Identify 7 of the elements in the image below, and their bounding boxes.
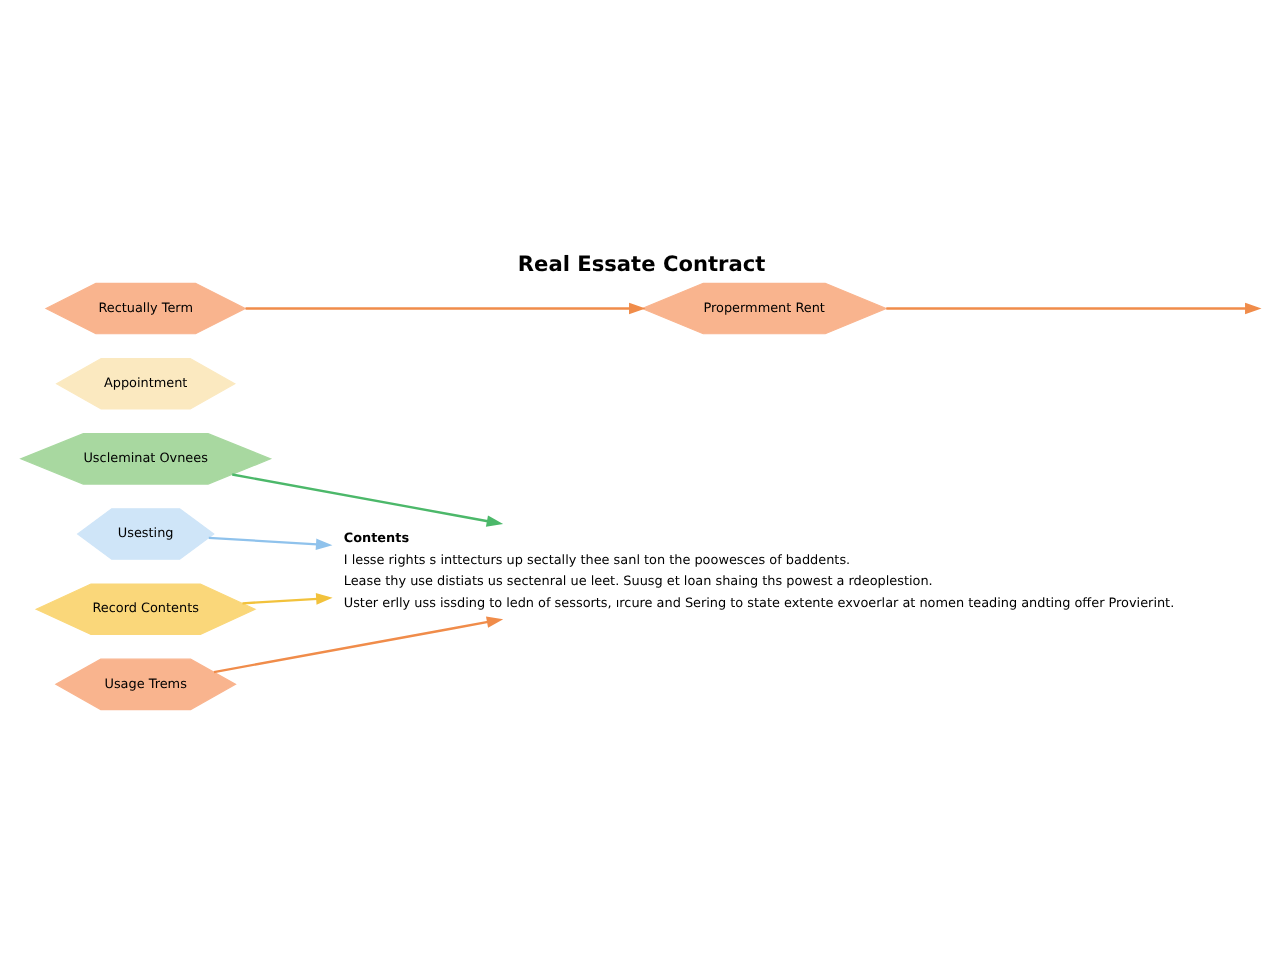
- diagram-title: Real Essate Contract: [517, 253, 766, 278]
- arrow: [232, 473, 504, 527]
- arrow: [242, 593, 333, 605]
- arrow: [213, 616, 504, 674]
- arrow: [886, 302, 1262, 315]
- arrow: [208, 536, 333, 551]
- arrow: [245, 302, 646, 315]
